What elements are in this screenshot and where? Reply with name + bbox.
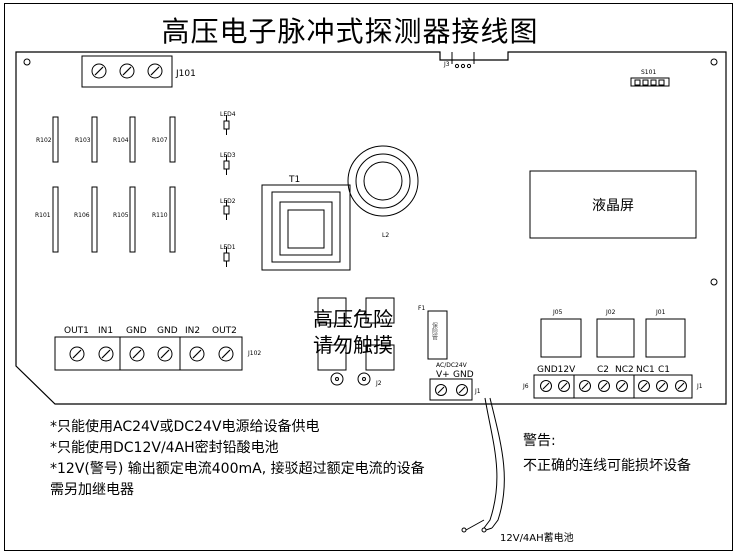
danger-line-2: 请勿触摸 xyxy=(313,333,393,357)
label-j102: J102 xyxy=(247,350,261,357)
right-terminal xyxy=(533,374,693,399)
lcd-label: 液晶屏 xyxy=(592,198,634,214)
label-j1-left: J1 xyxy=(474,388,481,395)
warning-text: 不正确的连线可能损坏设备 xyxy=(523,458,691,474)
label-j1-right: J1 xyxy=(696,383,703,390)
label-j3: J3 xyxy=(443,61,450,68)
fuse xyxy=(427,310,448,360)
power-terminal xyxy=(429,378,473,401)
outer-frame xyxy=(4,3,733,551)
terminal-label: GND xyxy=(157,326,178,336)
label-resistor: R102 xyxy=(36,137,52,144)
terminal-label: GND xyxy=(453,370,474,380)
note-line: *只能使用AC24V或DC24V电源给设备供电 xyxy=(50,419,320,435)
label-j01: J01 xyxy=(655,309,666,316)
terminal-label: V+ xyxy=(436,370,450,380)
label-led: LED2 xyxy=(220,198,236,205)
pcb-outline xyxy=(15,51,727,405)
warning-title: 警告: xyxy=(523,433,556,449)
label-led: LED3 xyxy=(220,152,236,159)
terminal-label: C2 xyxy=(597,365,609,375)
label-j2: J2 xyxy=(375,380,382,387)
s101-switch xyxy=(630,77,670,87)
label-t1: T1 xyxy=(288,175,300,185)
mounting-holes xyxy=(23,58,718,286)
terminal-label: GND12V xyxy=(537,365,576,375)
battery-wires xyxy=(461,397,505,533)
led-bodies xyxy=(223,115,230,267)
terminal-label: NC2 xyxy=(615,365,634,375)
label-resistor: R103 xyxy=(75,137,91,144)
label-ac-dc: AC/DC24V xyxy=(436,362,468,369)
label-resistor: R110 xyxy=(152,212,168,219)
label-j02: J02 xyxy=(605,309,616,316)
diagram-title: 高压电子脉冲式探测器接线图 xyxy=(161,15,539,48)
label-resistor: R104 xyxy=(113,137,129,144)
note-line: *12V(警号) 输出额定电流400mA, 接驳超过额定电流的设备 xyxy=(50,461,425,477)
label-j101: J101 xyxy=(175,69,196,79)
j2-screws xyxy=(330,372,371,386)
relay-blocks xyxy=(540,318,686,358)
t1-transformer xyxy=(261,184,351,271)
label-j05: J05 xyxy=(552,309,563,316)
terminal-label: GND xyxy=(126,326,147,336)
j102-terminal xyxy=(54,336,243,371)
label-led: LED1 xyxy=(220,244,236,251)
battery-label: 12V/4AH蓄电池 xyxy=(500,533,574,544)
label-resistor: R106 xyxy=(74,212,90,219)
terminal-label: OUT2 xyxy=(212,326,237,336)
lcd-screen xyxy=(529,170,697,239)
label-resistor: R101 xyxy=(35,212,51,219)
danger-line-1: 高压危险 xyxy=(313,307,393,331)
hv-blocks xyxy=(317,297,395,371)
note-line: 需另加继电器 xyxy=(50,482,134,498)
terminal-label: IN2 xyxy=(185,326,200,336)
label-j6: J6 xyxy=(522,383,529,390)
l2-coil xyxy=(347,145,419,217)
j3-connector xyxy=(451,52,475,69)
resistor-bodies xyxy=(52,116,176,253)
label-fuse: 保险管 xyxy=(431,321,438,341)
note-line: *只能使用DC12V/4AH密封铅酸电池 xyxy=(50,440,279,456)
label-resistor: R107 xyxy=(152,137,168,144)
label-led: LED4 xyxy=(220,111,236,118)
j101-terminal xyxy=(81,55,173,88)
terminal-label: OUT1 xyxy=(64,326,89,336)
terminal-label: IN1 xyxy=(98,326,113,336)
terminal-label: C1 xyxy=(658,365,670,375)
label-f1: F1 xyxy=(418,305,425,312)
label-l2: L2 xyxy=(382,232,389,239)
label-resistor: R105 xyxy=(113,212,129,219)
label-s101: S101 xyxy=(641,69,656,76)
terminal-label: NC1 xyxy=(636,365,655,375)
